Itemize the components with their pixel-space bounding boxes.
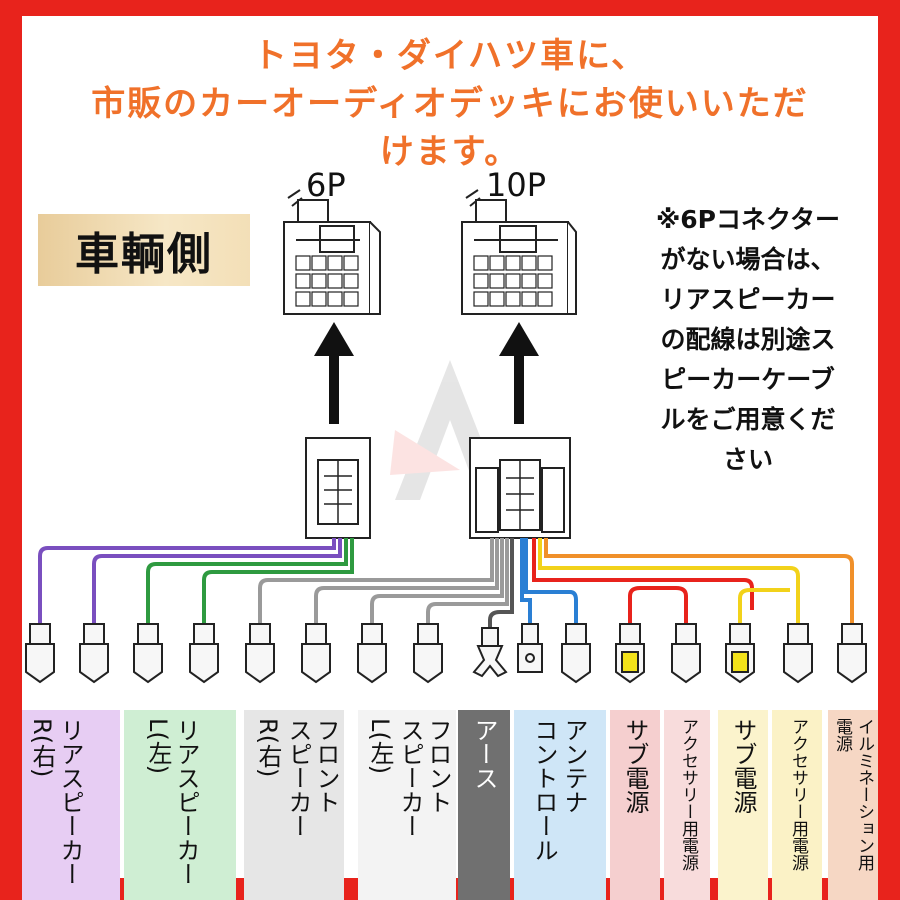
bullet-terminal — [301, 623, 331, 684]
legend-label: リアスピーカー — [172, 718, 200, 886]
legend-front-speaker-l: フロント スピーカー L(左) — [358, 710, 456, 900]
note-line: ※6Pコネクター — [655, 205, 841, 234]
bullet-terminal — [725, 623, 755, 684]
legend-rear-speaker-l: リアスピーカー L(左) — [124, 710, 236, 900]
note-line: の配線は別途ス — [660, 325, 836, 354]
bullet-terminal — [615, 623, 645, 684]
legend-label-2: スピーカー — [284, 718, 312, 838]
bullet-terminal — [357, 623, 387, 684]
flag-terminal — [517, 623, 543, 673]
legend-label: サブ電源 — [621, 718, 649, 814]
vehicle-side-badge: 車輌側 — [38, 214, 250, 286]
bullet-terminal — [133, 623, 163, 684]
legend-illumination-power: イルミネーション用 電源 — [828, 710, 878, 900]
bullet-terminal — [413, 623, 443, 684]
vehicle-10p-connector — [461, 189, 577, 315]
legend-label: フロント — [424, 718, 452, 814]
terminals — [25, 623, 867, 684]
headline-line-2: 市販のカーオーディオデッキにお使いいただ — [91, 84, 809, 124]
bullet-terminal — [189, 623, 219, 684]
legend-label-2: コントロール — [530, 718, 558, 862]
legend-acc-power-1: アクセサリー用電源 — [664, 710, 710, 900]
legend-sub-label: L(左) — [144, 718, 172, 775]
bullet-terminal — [783, 623, 813, 684]
legend-label: アクセサリー用電源 — [788, 718, 808, 871]
vehicle-6p-connector — [283, 189, 381, 315]
legend-sub-power-1: サブ電源 — [610, 710, 660, 900]
legend-label-2: スピーカー — [396, 718, 424, 838]
legend-sub-power-2: サブ電源 — [718, 710, 768, 900]
legend-acc-power-2: アクセサリー用電源 — [772, 710, 822, 900]
legend-ground: アース — [458, 710, 510, 900]
legend-sub-label: R(右) — [254, 718, 282, 778]
legend-antenna-control: アンテナ コントロール — [514, 710, 606, 900]
ten-pin-label: 10P — [486, 166, 547, 204]
legend-label: リアスピーカー — [56, 718, 84, 886]
legend-label: アクセサリー用電源 — [678, 718, 698, 871]
legend-front-speaker-r: フロント スピーカー R(右) — [244, 710, 344, 900]
bullet-terminal — [245, 623, 275, 684]
bullet-terminal — [25, 623, 55, 684]
legend-label: アンテナ — [560, 718, 588, 814]
bullet-terminal — [837, 623, 867, 684]
headline-line-3: けます。 — [379, 132, 521, 172]
headline-line-1: トヨタ・ダイハツ車に、 — [252, 36, 648, 76]
bullet-terminal — [79, 623, 109, 684]
note-line: さい — [722, 445, 773, 474]
legend-label: フロント — [312, 718, 340, 814]
bullet-terminal — [671, 623, 701, 684]
note-line: ピーカーケーブ — [661, 365, 835, 394]
note-text: ※6Pコネクター がない場合は、 リアスピーカー の配線は別途ス ピーカーケーブ… — [628, 200, 868, 480]
harness-6p-connector — [305, 437, 371, 539]
legend-label-2: 電源 — [832, 718, 852, 752]
vehicle-side-label: 車輌側 — [75, 229, 213, 280]
note-line: ルをご用意くだ — [660, 405, 836, 434]
note-line: リアスピーカー — [660, 285, 836, 314]
legend-sub-label: R(右) — [28, 718, 56, 778]
legend-rear-speaker-r: リアスピーカー R(右) — [22, 710, 120, 900]
up-arrow-10p — [499, 322, 539, 424]
wires — [38, 538, 854, 628]
legend-label: イルミネーション用 — [854, 718, 874, 871]
legend-sub-label: L(左) — [366, 718, 394, 775]
legend-label: アース — [470, 718, 498, 790]
harness-10p-connector — [469, 437, 571, 539]
up-arrow-6p — [314, 322, 354, 424]
legend-label: サブ電源 — [729, 718, 757, 814]
bullet-terminal — [561, 623, 591, 684]
six-pin-label: 6P — [306, 166, 346, 204]
note-line: がない場合は、 — [660, 245, 836, 274]
ground-fork-terminal — [472, 627, 508, 678]
